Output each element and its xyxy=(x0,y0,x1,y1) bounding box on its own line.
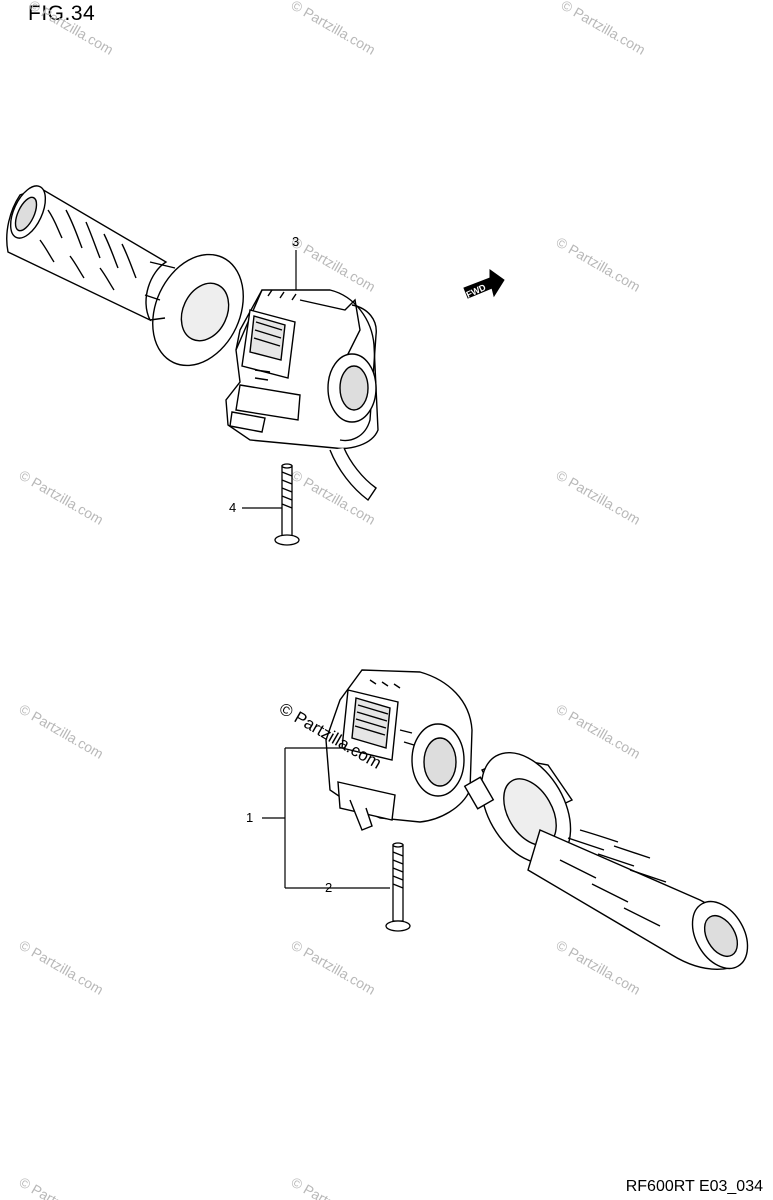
right-switch-housing xyxy=(325,669,473,831)
watermark-text: © Partzilla.com xyxy=(289,234,379,295)
watermark-text: © Partzilla.com xyxy=(554,937,644,998)
right-throttle-grip xyxy=(463,751,749,970)
watermark-text: © Partzilla.com xyxy=(27,0,117,58)
watermark-text: © Partzilla.com xyxy=(17,467,107,528)
screw-part-4 xyxy=(274,463,300,546)
watermark-text: © Partzilla.com xyxy=(554,467,644,528)
watermark-text: © Partzilla.com xyxy=(554,701,644,762)
fwd-direction-arrow: FWD xyxy=(463,269,505,300)
figure-title: FIG.34 xyxy=(28,2,96,25)
watermark-text: © Partzilla.com xyxy=(289,1174,379,1200)
watermark-text: © Partzilla.com xyxy=(289,0,379,58)
watermark-text: © Partzilla.com xyxy=(17,701,107,762)
screw-part-2 xyxy=(385,842,411,932)
watermark-text: © Partzilla.com xyxy=(17,937,107,998)
left-handlebar-grip xyxy=(6,185,244,367)
callout-bracket-1-2 xyxy=(262,747,390,889)
watermark-layer: © Partzilla.com © Partzilla.com © Partzi… xyxy=(17,0,649,1200)
watermark-text: © Partzilla.com xyxy=(289,937,379,998)
left-switch-housing xyxy=(225,289,379,502)
drawing-code: RF600RT E03_034 xyxy=(625,1178,763,1195)
callout-number: 4 xyxy=(229,500,236,515)
watermark-text: © Partzilla.com xyxy=(559,0,649,58)
watermark-text: © Partzilla.com xyxy=(17,1174,107,1200)
callout-number: 2 xyxy=(325,880,332,895)
callout-number: 3 xyxy=(292,234,299,249)
watermark-text: © Partzilla.com xyxy=(554,234,644,295)
callout-number: 1 xyxy=(246,810,253,825)
